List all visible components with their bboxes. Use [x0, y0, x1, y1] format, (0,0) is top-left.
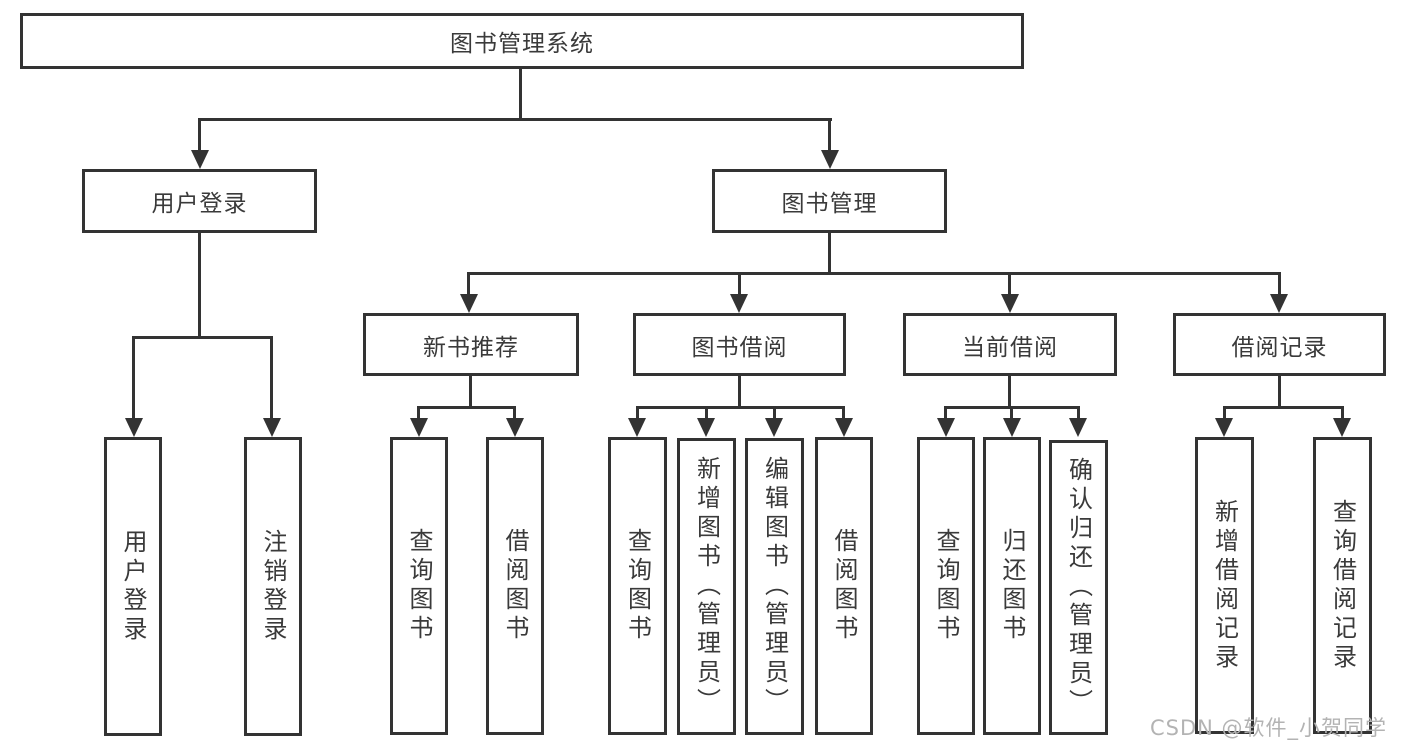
leaf-br-add-record: 新增借阅记录 — [1195, 437, 1254, 734]
connector-stub — [738, 376, 741, 409]
arrow-down — [460, 294, 478, 313]
node-book-management: 图书管理 — [712, 169, 947, 233]
connector-stem — [705, 406, 708, 420]
connector-stem — [738, 272, 741, 298]
connector-bar — [1223, 406, 1344, 409]
connector-user-login-bar — [132, 336, 273, 339]
connector-stub — [469, 376, 472, 409]
node-root: 图书管理系统 — [20, 13, 1024, 69]
node-new-book-recommend: 新书推荐 — [363, 313, 579, 376]
leaf-cb-return-books: 归还图书 — [983, 437, 1041, 735]
node-borrow-records: 借阅记录 — [1173, 313, 1386, 376]
connector-book-mgmt-stub — [828, 233, 831, 275]
connector-stem — [1278, 272, 1281, 298]
connector-stem — [842, 406, 845, 420]
connector-stub — [1008, 376, 1011, 409]
connector-bar — [417, 406, 516, 409]
leaf-bb-borrow-books: 借阅图书 — [815, 437, 873, 735]
leaf-br-query-record: 查询借阅记录 — [1313, 437, 1372, 734]
connector-stem — [1010, 406, 1013, 420]
node-current-borrow: 当前借阅 — [903, 313, 1117, 376]
arrow-down — [697, 418, 715, 437]
arrow-down — [506, 418, 524, 437]
leaf-bb-add-books-admin: 新增图书（管理员） — [677, 438, 736, 735]
leaf-user-login: 用户登录 — [104, 437, 162, 736]
connector-stem — [773, 406, 776, 420]
arrow-down — [410, 418, 428, 437]
arrow-down — [1333, 418, 1351, 437]
connector-root-stub — [519, 69, 522, 121]
connector-stem — [944, 406, 947, 420]
arrow-down — [1001, 294, 1019, 313]
connector-stem — [132, 336, 135, 422]
connector-stem — [636, 406, 639, 420]
leaf-bb-edit-books-admin: 编辑图书（管理员） — [745, 438, 804, 735]
connector-root-bar — [198, 118, 832, 121]
leaf-nb-query-books: 查询图书 — [390, 437, 448, 735]
arrow-down — [628, 418, 646, 437]
connector-book-mgmt-bar — [467, 272, 1281, 275]
connector-stem — [270, 336, 273, 422]
arrow-down — [730, 294, 748, 313]
connector-stem — [828, 118, 831, 154]
leaf-nb-borrow-books: 借阅图书 — [486, 437, 544, 735]
connector-stub — [1278, 376, 1281, 409]
connector-stem — [1223, 406, 1226, 420]
connector-stem — [1341, 406, 1344, 420]
leaf-bb-query-books: 查询图书 — [608, 437, 667, 735]
connector-stem — [1077, 406, 1080, 420]
watermark: CSDN @软件_小贺同学 — [1150, 716, 1388, 740]
leaf-cb-query-books: 查询图书 — [917, 437, 975, 735]
arrow-down — [1003, 418, 1021, 437]
arrow-down — [1069, 418, 1087, 437]
arrow-down — [821, 150, 839, 169]
connector-stem — [467, 272, 470, 298]
leaf-logout: 注销登录 — [244, 437, 302, 736]
arrow-down — [937, 418, 955, 437]
node-book-borrow: 图书借阅 — [633, 313, 846, 376]
connector-stem — [417, 406, 420, 420]
arrow-down — [263, 418, 281, 437]
arrow-down — [125, 418, 143, 437]
node-user-login: 用户登录 — [82, 169, 317, 233]
connector-user-login-stub — [198, 233, 201, 339]
arrow-down — [835, 418, 853, 437]
connector-stem — [198, 118, 201, 154]
arrow-down — [1215, 418, 1233, 437]
arrow-down — [765, 418, 783, 437]
connector-stem — [513, 406, 516, 420]
connector-stem — [1008, 272, 1011, 298]
leaf-cb-confirm-return-admin: 确认归还（管理员） — [1049, 440, 1108, 735]
connector-bar — [636, 406, 845, 409]
arrow-down — [191, 150, 209, 169]
arrow-down — [1270, 294, 1288, 313]
